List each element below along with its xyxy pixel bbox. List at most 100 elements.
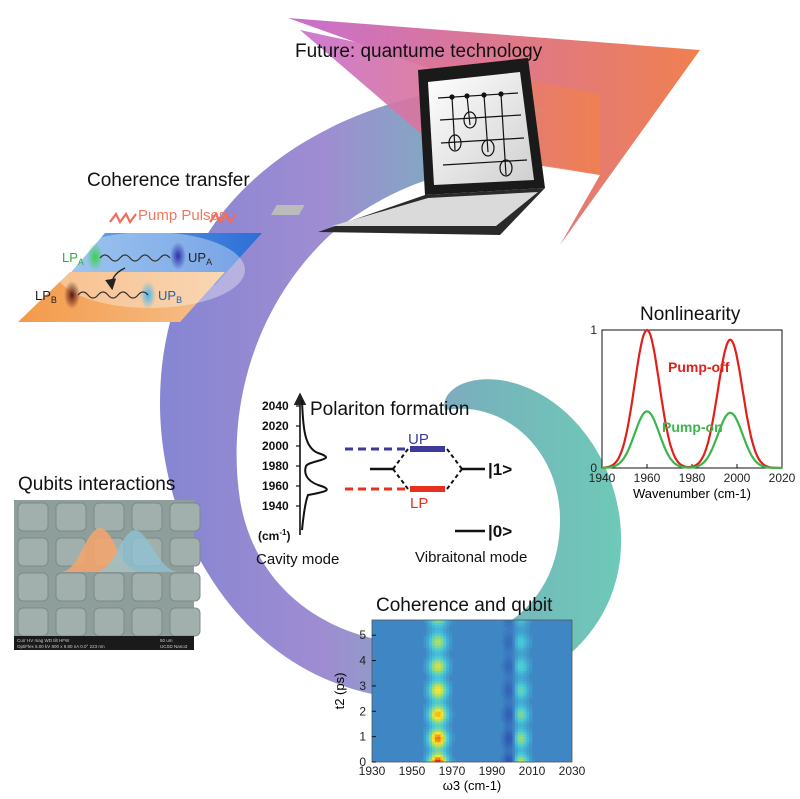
- heatmap-cell: [523, 759, 527, 763]
- heatmap-cell: [446, 744, 450, 748]
- heatmap-cell: [520, 713, 524, 717]
- heatmap-cell: [526, 645, 530, 649]
- heatmap-cell: [434, 678, 439, 682]
- heatmap-cell: [506, 655, 510, 659]
- heatmap-cell: [434, 627, 439, 631]
- sem-info: Curr HV mag WD tilt HFW: [17, 638, 70, 643]
- heatmap-cell: [440, 721, 444, 725]
- heatmap-cell: [517, 756, 521, 760]
- heatmap-cell: [523, 627, 527, 631]
- heatmap-cell: [517, 736, 521, 740]
- heatmap-cell: [517, 683, 521, 687]
- heatmap-cell: [514, 632, 519, 636]
- heatmap-cell: [514, 622, 519, 626]
- heatmap-cell: [500, 688, 504, 692]
- sem-pad: [131, 502, 163, 532]
- heatmap-cell: [514, 716, 519, 720]
- heatmap-cell: [432, 658, 436, 661]
- heatmap-cell: [506, 756, 510, 760]
- heatmap-cell: [432, 640, 436, 644]
- heatmap-cell: [520, 630, 524, 634]
- heatmap-cell: [503, 716, 507, 720]
- heatmap-cell: [503, 680, 507, 684]
- heatmap-cell: [500, 708, 504, 712]
- heatmap-cell: [503, 698, 507, 702]
- heatmap-cell: [529, 716, 533, 720]
- heatmap-cell: [426, 716, 430, 720]
- heatmap-cell: [523, 731, 527, 735]
- heatmap-cell: [523, 698, 527, 702]
- heatmap-cell: [443, 622, 447, 626]
- heatmap-cell: [514, 637, 519, 641]
- heatmap-cell: [526, 675, 530, 679]
- heatmap-cell: [514, 741, 519, 745]
- heatmap-cell: [506, 647, 510, 651]
- cavity-axis-tick-label: 1980: [262, 459, 289, 473]
- heatmap-cell: [517, 637, 521, 641]
- sem-scale: 50 um: [160, 638, 173, 643]
- heatmap-cell: [509, 675, 513, 679]
- heatmap-cell: [509, 723, 513, 727]
- heatmap-cell: [434, 711, 439, 715]
- heatmap-cell: [449, 703, 453, 707]
- cavity-mode-label: Cavity mode: [256, 551, 339, 568]
- ket-one-label: |1>: [488, 460, 512, 479]
- heatmap-cell: [514, 673, 519, 677]
- heatmap-cell: [526, 713, 530, 717]
- spiral-body: [160, 84, 622, 700]
- heatmap-cell: [434, 640, 439, 644]
- heatmap-cell: [506, 691, 510, 694]
- heatmap-cell: [506, 723, 510, 727]
- heatmap-cell: [523, 734, 527, 738]
- heatmap-cell: [443, 637, 447, 641]
- heatmap-cell: [523, 723, 527, 727]
- heatmap-cell: [526, 668, 530, 672]
- heatmap-cell: [526, 693, 530, 697]
- heatmap-cell: [509, 749, 513, 753]
- heatmap-cell: [503, 642, 507, 646]
- heatmap-cell: [429, 713, 433, 717]
- heatmap-cell: [529, 706, 533, 710]
- heatmap-cell: [506, 620, 510, 623]
- heatmap-cell: [429, 673, 433, 677]
- heatmap-cell: [520, 647, 524, 651]
- heatmap-cell: [434, 729, 439, 732]
- heatmap-cell: [523, 691, 527, 694]
- heatmap-cell: [529, 711, 533, 715]
- heatmap-cell: [523, 693, 527, 697]
- heatmap-cell: [503, 645, 507, 649]
- heatmap-cell: [514, 647, 519, 651]
- heatmap-cell: [426, 736, 430, 740]
- heatmap-cell: [509, 647, 513, 651]
- heatmap-cell: [509, 673, 513, 677]
- heatmap-cell: [437, 706, 441, 710]
- heatmap-cell: [440, 665, 444, 669]
- heatmap-cell: [426, 673, 430, 677]
- heatmap-cell: [500, 713, 504, 717]
- heatmap-cell: [506, 632, 510, 636]
- heatmap-cell: [506, 729, 510, 732]
- heatmap-cell: [446, 622, 450, 626]
- heatmap-cell: [520, 673, 524, 677]
- heatmap-cell: [423, 670, 427, 674]
- heatmap-cell: [509, 678, 513, 682]
- series-line-pump-on: [602, 410, 782, 470]
- heatmap-cell: [523, 647, 527, 651]
- lpa-wavepacket: [87, 243, 103, 271]
- heatmap-cell: [429, 759, 433, 763]
- heatmap-cell: [429, 630, 433, 634]
- heatmap-cell: [446, 759, 450, 763]
- heatmap-cell: [449, 723, 453, 727]
- heatmap-cell: [429, 642, 433, 646]
- heatmap-cell: [509, 655, 513, 659]
- heatmap-cell: [440, 749, 444, 753]
- heatmap-cell: [434, 749, 439, 753]
- heatmap-cell: [423, 741, 427, 745]
- heatmap-cell: [506, 718, 510, 722]
- heatmap-cell: [437, 683, 441, 687]
- heatmap-cell: [526, 718, 530, 722]
- heatmap-cell: [434, 721, 439, 725]
- heatmap-cell: [503, 663, 507, 667]
- heatmap-cell: [446, 620, 450, 623]
- heatmap-cell: [429, 688, 433, 692]
